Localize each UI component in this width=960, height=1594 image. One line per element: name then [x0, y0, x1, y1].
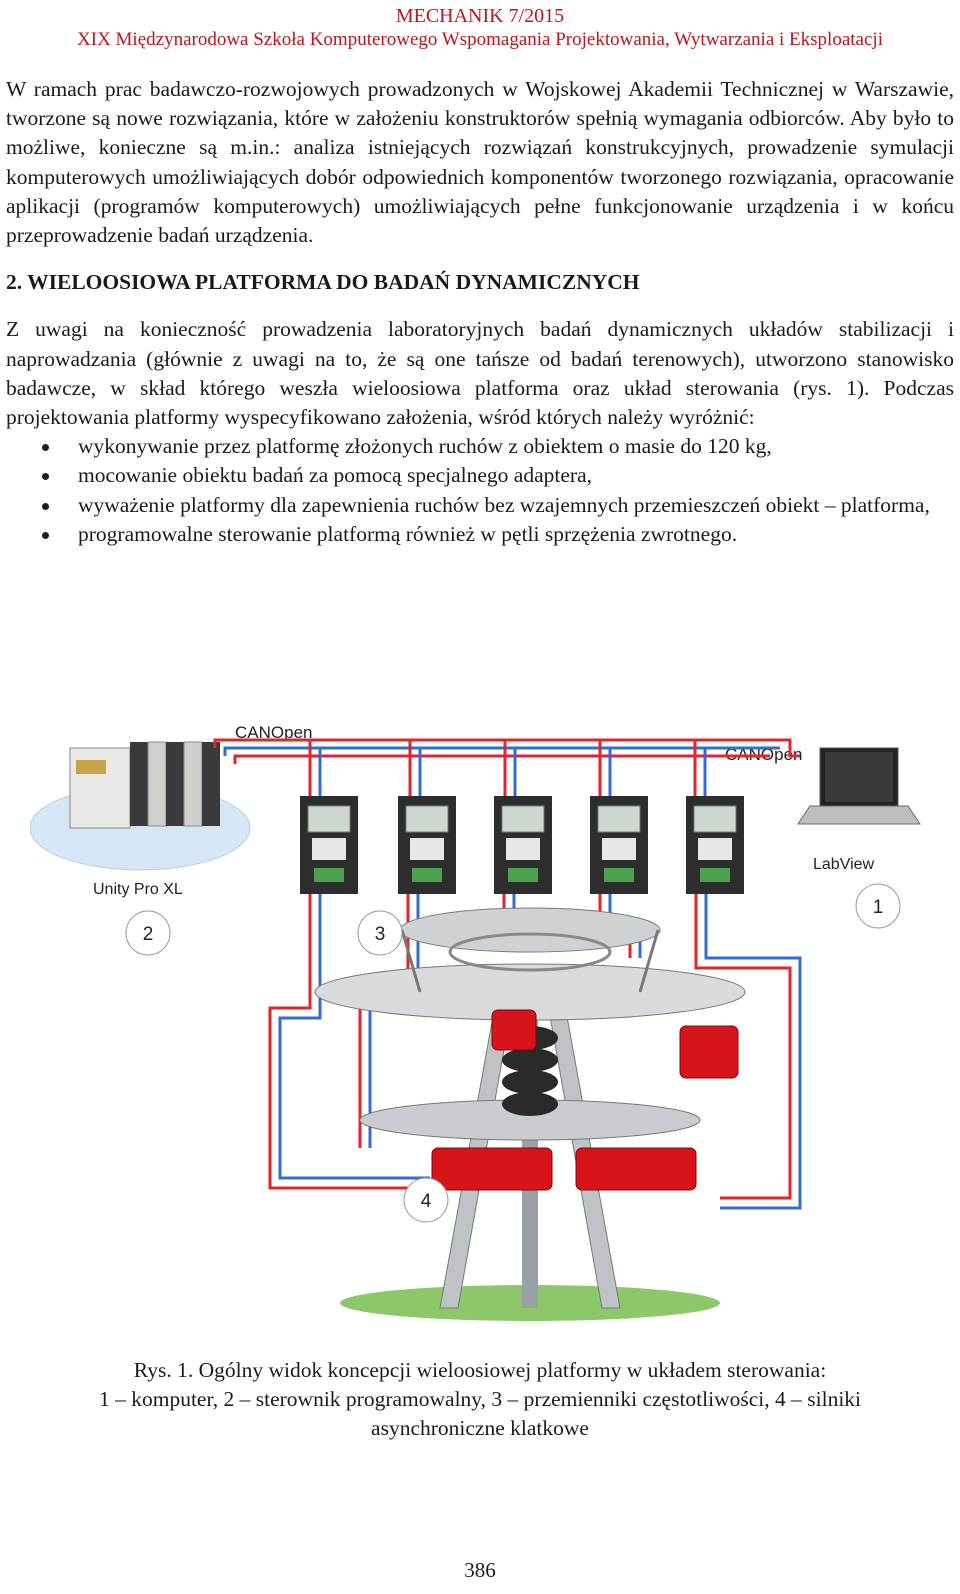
drive-icon: [590, 796, 648, 894]
intro-paragraph: W ramach prac badawczo-rozwojowych prowa…: [6, 77, 954, 248]
drive-icon: [686, 796, 744, 894]
list-item: programowalne sterowanie platformą równi…: [6, 520, 954, 549]
marker-1: 1: [873, 897, 884, 918]
diagram-svg: CANOpen CANOpen Unity Pro XL LabView: [30, 723, 921, 1321]
frequency-drives: [300, 796, 744, 894]
section-heading: 2. WIELOOSIOWA PLATFORMA DO BADAŃ DYNAMI…: [6, 270, 640, 295]
caption-line: 1 – komputer, 2 – sterownik programowaln…: [98, 1387, 862, 1411]
figure-caption: Rys. 1. Ogólny widok koncepcji wieloosio…: [0, 1356, 960, 1443]
marker-4: 4: [421, 1191, 432, 1212]
marker-3: 3: [375, 924, 386, 945]
list-item: mocowanie obiektu badań za pomocą specja…: [6, 461, 954, 490]
caption-line: asynchroniczne klatkowe: [371, 1416, 589, 1440]
motor-icon: [431, 1147, 553, 1191]
bullet-icon: [42, 473, 49, 481]
page-header: MECHANIK 7/2015 XIX Międzynarodowa Szkoł…: [0, 4, 960, 52]
figure-markers: 1 2 3 4: [125, 883, 901, 1223]
bullet-icon: [42, 444, 49, 452]
bullet-icon: [42, 502, 49, 510]
motor-icon: [679, 1025, 739, 1079]
caption-line: Rys. 1. Ogólny widok koncepcji wieloosio…: [133, 1358, 827, 1382]
canopen-bus: [213, 738, 800, 800]
section-paragraph: Z uwagi na konieczność prowadzenia labor…: [6, 317, 954, 430]
canopen-label-left: CANOpen: [235, 723, 312, 742]
main-content: W ramach prac badawczo-rozwojowych prowa…: [6, 75, 954, 549]
labview-label: LabView: [813, 856, 875, 873]
platform-icon: [314, 907, 746, 1309]
figure-platform-diagram: CANOpen CANOpen Unity Pro XL LabView: [30, 708, 930, 1348]
motor-icon: [491, 1009, 537, 1051]
laptop-icon: [797, 747, 921, 825]
motors: [431, 1009, 739, 1191]
plc-icon: [69, 741, 220, 829]
conference-title: XIX Międzynarodowa Szkoła Komputerowego …: [77, 29, 883, 50]
list-item: wykonywanie przez platformę złożonych ru…: [6, 432, 954, 461]
bullet-icon: [42, 531, 49, 539]
marker-2: 2: [143, 924, 154, 945]
drive-icon: [300, 796, 358, 894]
unity-label: Unity Pro XL: [93, 881, 183, 898]
page-number: 386: [464, 1558, 496, 1582]
motor-icon: [575, 1147, 697, 1191]
requirements-list: wykonywanie przez platformę złożonych ru…: [6, 432, 954, 549]
list-item: wyważenie platformy dla zapewnienia ruch…: [6, 491, 954, 520]
drive-icon: [494, 796, 552, 894]
drive-icon: [398, 796, 456, 894]
journal-title: MECHANIK 7/2015: [395, 5, 565, 27]
